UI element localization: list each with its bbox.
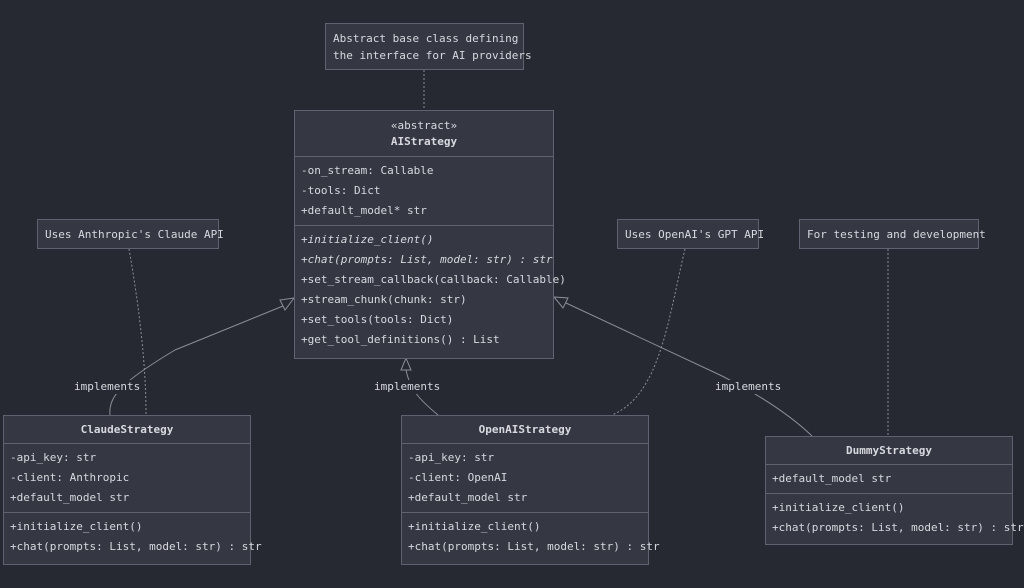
openai-strategy-header: OpenAIStrategy (402, 416, 648, 444)
claude-strategy-class: ClaudeStrategy -api_key: str -client: An… (3, 415, 262, 565)
ai-strategy-methods: +initialize_client() +chat(prompts: List… (295, 225, 566, 354)
ai-strategy-class: «abstract» AIStrategy -on_stream: Callab… (294, 110, 566, 359)
class-name: ClaudeStrategy (80, 423, 174, 436)
method: +chat(prompts: List, model: str) : str (408, 540, 660, 553)
openai-implements-label: implements (372, 380, 443, 394)
field: -on_stream: Callable (301, 164, 434, 177)
claude-strategy-methods: +initialize_client() +chat(prompts: List… (4, 512, 262, 561)
class-name: DummyStrategy (845, 444, 933, 457)
claude-inheritance-line (109, 305, 284, 416)
openai-note-link (611, 248, 686, 416)
base-class-note: Abstract base class defining the interfa… (325, 23, 532, 70)
stereotype-label: «abstract» (390, 119, 458, 132)
field: -client: Anthropic (10, 471, 130, 484)
openai-strategy-fields: -api_key: str -client: OpenAI +default_m… (402, 444, 648, 512)
class-name: OpenAIStrategy (478, 423, 572, 436)
field: +default_model* str (301, 204, 427, 217)
method: +initialize_client() (772, 501, 905, 514)
claude-strategy-header: ClaudeStrategy (4, 416, 250, 444)
claude-implements-label: implements (72, 380, 143, 394)
field: -tools: Dict (301, 184, 381, 197)
dummy-note: For testing and development (799, 219, 986, 249)
dummy-strategy-methods: +initialize_client() +chat(prompts: List… (766, 493, 1024, 542)
claude-inheritance-arrowhead (279, 297, 296, 311)
method: +chat(prompts: List, model: str) : str (772, 521, 1024, 534)
field: -client: OpenAI (408, 471, 508, 484)
openai-note: Uses OpenAI's GPT API (617, 219, 764, 249)
method: +stream_chunk(chunk: str) (301, 293, 467, 306)
dummy-inheritance-arrowhead (552, 296, 569, 309)
openai-strategy-class: OpenAIStrategy -api_key: str -client: Op… (401, 415, 660, 565)
method: +initialize_client() (301, 233, 434, 246)
method: +initialize_client() (10, 520, 143, 533)
method: +initialize_client() (408, 520, 541, 533)
dummy-strategy-header: DummyStrategy (766, 437, 1012, 465)
dummy-inheritance-line (565, 302, 813, 437)
method: +chat(prompts: List, model: str) : str (301, 253, 553, 266)
openai-inheritance-line (405, 369, 439, 416)
dummy-strategy-class: DummyStrategy +default_model str +initia… (765, 436, 1024, 545)
claude-strategy-fields: -api_key: str -client: Anthropic +defaul… (4, 444, 250, 512)
openai-inheritance-arrowhead (400, 356, 412, 371)
ai-strategy-header: «abstract» AIStrategy (295, 111, 553, 157)
field: +default_model str (408, 491, 528, 504)
claude-note: Uses Anthropic's Claude API (37, 219, 224, 249)
class-name: AIStrategy (390, 135, 458, 148)
method: +set_tools(tools: Dict) (301, 313, 454, 326)
dummy-strategy-fields: +default_model str (766, 465, 1012, 493)
dummy-implements-label: implements (713, 380, 784, 394)
method: +get_tool_definitions() : List (301, 333, 500, 346)
openai-strategy-methods: +initialize_client() +chat(prompts: List… (402, 512, 660, 561)
ai-strategy-fields: -on_stream: Callable -tools: Dict +defau… (295, 157, 553, 225)
field: -api_key: str (10, 451, 97, 464)
field: +default_model str (772, 472, 892, 485)
method: +chat(prompts: List, model: str) : str (10, 540, 262, 553)
method: +set_stream_callback(callback: Callable) (301, 273, 566, 286)
field: +default_model str (10, 491, 130, 504)
field: -api_key: str (408, 451, 495, 464)
